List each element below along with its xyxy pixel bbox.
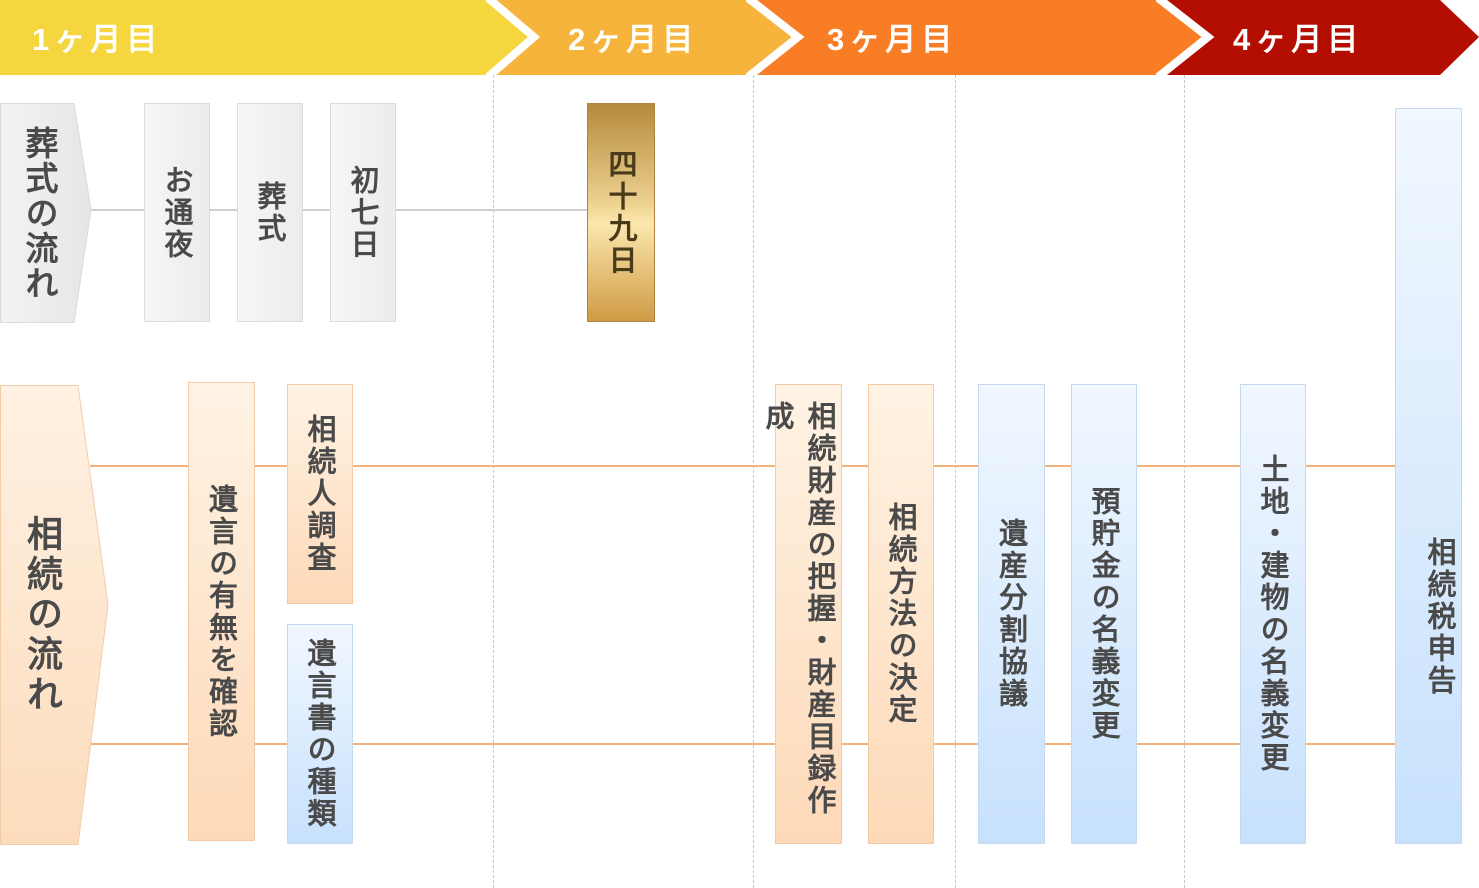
inheritance-step-deposit-transfer: 預貯金の名義変更 — [1071, 384, 1137, 844]
inheritance-row-arrow — [0, 385, 109, 845]
funeral-step-otsuya: お通夜 — [144, 103, 210, 322]
funeral-step-soushiki: 葬式 — [237, 103, 303, 322]
inheritance-step-asset-inventory: 相続財産の把握・財産目録作成 — [761, 384, 842, 844]
inheritance-flow-title: 相続の流れ — [21, 515, 62, 715]
chevron-divider-1 — [485, 0, 541, 75]
inheritance-connector-line-lower — [90, 743, 1395, 745]
inheritance-step-property-transfer: 土地・建物の名義変更 — [1240, 384, 1306, 844]
inheritance-step-estate-division: 遺産分割協議 — [978, 384, 1045, 844]
month-1-chevron — [0, 0, 536, 75]
month-4-chevron — [1160, 0, 1479, 75]
inheritance-step-tax-return: 相続税申告 — [1395, 108, 1462, 844]
inheritance-step-method-decision: 相続方法の決定 — [868, 384, 934, 844]
month-3-label: 3ヶ月目 — [827, 22, 958, 57]
funeral-step-shonanoka: 初七日 — [330, 103, 396, 322]
month-1-label: 1ヶ月目 — [32, 22, 163, 57]
inheritance-step-heir-survey: 相続人調査 — [287, 384, 353, 604]
funeral-row-arrow — [0, 103, 92, 323]
month-divider — [955, 75, 956, 888]
month-4-label: 4ヶ月目 — [1233, 22, 1364, 57]
funeral-flow-title: 葬式の流れ — [20, 125, 59, 301]
chevron-divider-2 — [745, 0, 805, 75]
month-divider — [1184, 75, 1185, 888]
month-header-band — [0, 0, 1479, 75]
month-3-chevron — [750, 0, 1210, 75]
month-2-chevron — [490, 0, 800, 75]
chevron-divider-3 — [1155, 0, 1215, 75]
inheritance-connector-line-upper — [90, 465, 1395, 467]
inheritance-step-will-types: 遺言書の種類 — [287, 624, 353, 844]
month-divider — [493, 75, 494, 888]
funeral-step-shijukunichi: 四十九日 — [587, 103, 655, 322]
month-divider — [753, 75, 754, 888]
inheritance-step-will-check: 遺言の有無を確認 — [188, 382, 255, 841]
month-2-label: 2ヶ月目 — [568, 22, 699, 57]
